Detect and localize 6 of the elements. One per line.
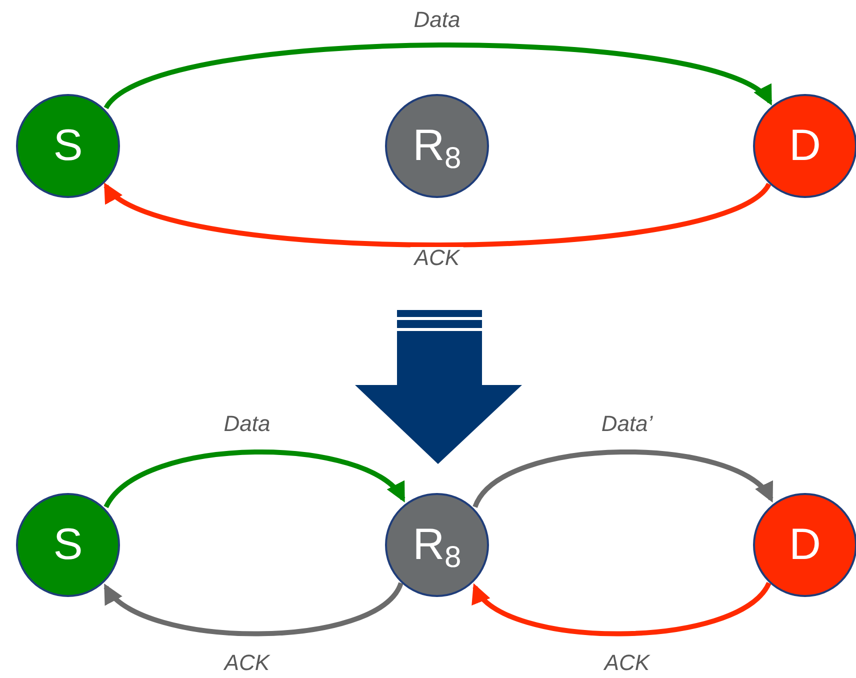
arrow [102,182,771,248]
arrow [103,582,404,636]
arrow [472,450,774,508]
arrow [104,42,774,110]
arrow [104,450,406,508]
arrow [472,582,771,636]
